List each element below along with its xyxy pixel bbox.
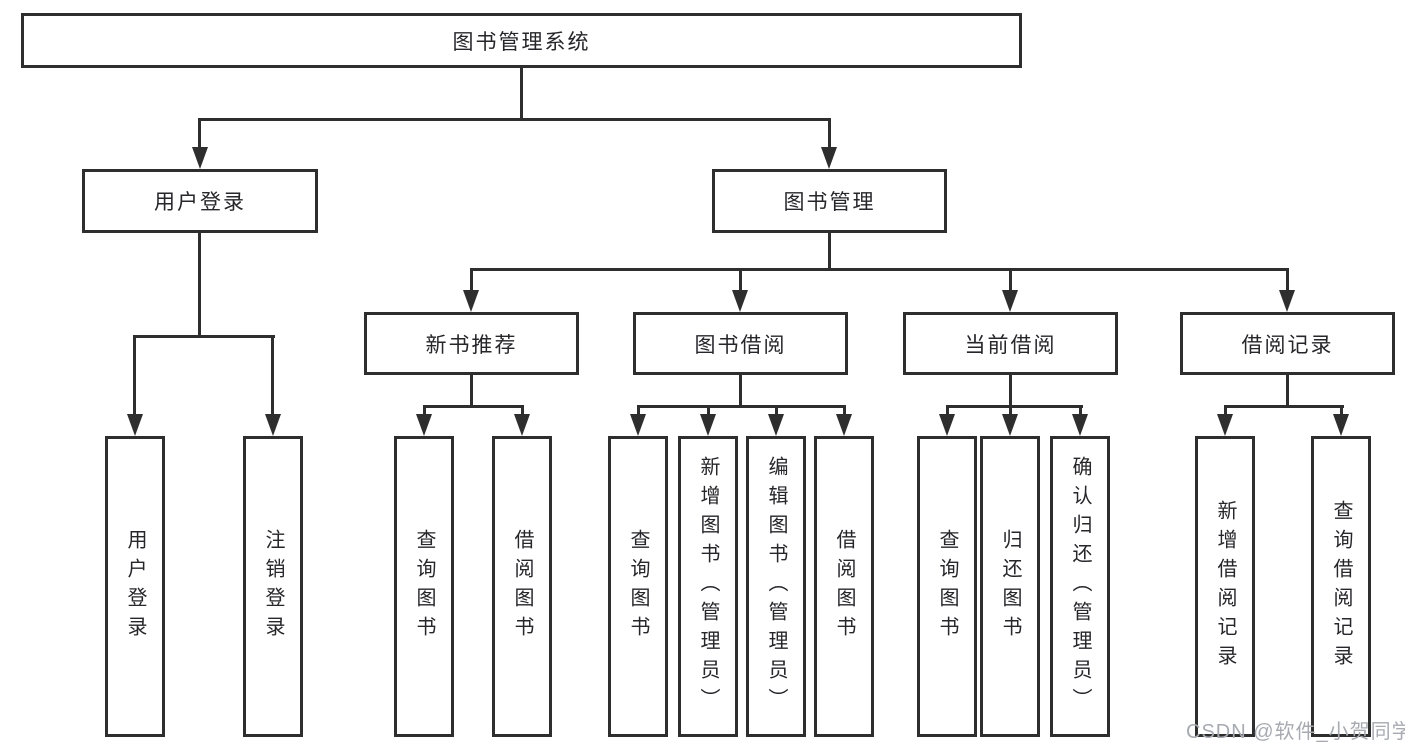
arrow-down-icon [416,414,432,436]
connector-line [637,408,640,414]
connector-line [739,271,742,290]
connector-line [1079,408,1082,414]
node-label: 图书管理 [783,191,876,214]
leaf-confirm-return-admin: 确认归还（管理员） [1050,436,1110,737]
node-label: 图书管理系统 [452,30,591,54]
arrow-down-icon [1333,414,1349,436]
leaf-add-borrow-record: 新增借阅记录 [1195,436,1255,737]
leaf-query-books-current: 查询图书 [917,436,977,737]
connector-line [828,233,831,268]
arrow-down-icon [836,414,852,436]
leaf-return-book: 归还图书 [980,436,1040,737]
leaf-label: 新增借阅记录 [1214,499,1236,674]
connector-line [775,408,778,414]
arrow-down-icon [939,414,955,436]
connector-line [1009,271,1012,290]
connector-line [1009,408,1012,414]
leaf-label: 查询图书 [627,528,649,645]
leaf-label: 借阅图书 [511,528,533,645]
arrow-down-icon [1002,414,1018,436]
node-user-login: 用户登录 [82,169,318,233]
node-label: 用户登录 [154,191,246,214]
leaf-borrow-books-borrowing: 借阅图书 [814,436,874,737]
leaf-label: 查询图书 [936,528,958,645]
arrow-down-icon [1279,290,1295,312]
connector-line [946,405,1083,408]
connector-line [1286,271,1289,290]
connector-line [1340,408,1343,414]
connector-line [423,408,426,414]
arrow-down-icon [514,414,530,436]
connector-line [637,405,846,408]
arrow-down-icon [1002,290,1018,312]
connector-line [133,335,275,338]
connector-line [520,68,523,118]
connector-line [198,118,831,121]
node-book-borrowing: 图书借阅 [633,312,848,375]
leaf-query-borrow-record: 查询借阅记录 [1311,436,1371,737]
connector-line [521,408,524,414]
node-borrowing-records: 借阅记录 [1180,312,1395,375]
leaf-label: 新增图书（管理员） [697,456,719,717]
leaf-label: 确认归还（管理员） [1069,456,1091,717]
leaf-user-login: 用户登录 [105,436,165,737]
leaf-label: 注销登录 [262,528,284,645]
leaf-label: 查询图书 [413,528,435,645]
connector-line [1286,375,1289,405]
connector-line [271,338,274,414]
connector-line [470,375,473,405]
arrow-down-icon [192,147,208,169]
arrow-down-icon [700,414,716,436]
connector-line [470,271,473,290]
node-label: 新书推荐 [425,333,518,357]
connector-line [423,405,524,408]
node-label: 图书借阅 [694,333,787,357]
arrow-down-icon [1072,414,1088,436]
leaf-add-book-admin: 新增图书（管理员） [678,436,738,737]
leaf-query-books-borrowing: 查询图书 [608,436,668,737]
leaf-label: 编辑图书（管理员） [765,456,787,717]
csdn-watermark: CSDN @软件_小贺同学 [1186,721,1405,743]
arrow-down-icon [265,414,281,436]
arrow-down-icon [630,414,646,436]
node-label: 借阅记录 [1241,333,1334,357]
connector-line [133,338,136,414]
leaf-query-books-recommend: 查询图书 [394,436,454,737]
connector-line [843,408,846,414]
arrow-down-icon [1217,414,1233,436]
connector-line [1224,405,1344,408]
node-new-book-recommendation: 新书推荐 [364,312,579,375]
node-label: 当前借阅 [964,333,1057,357]
leaf-label: 用户登录 [124,528,146,645]
arrow-down-icon [732,290,748,312]
leaf-label: 借阅图书 [833,528,855,645]
arrow-down-icon [463,290,479,312]
connector-line [470,268,1289,271]
connector-line [707,408,710,414]
leaf-borrow-books-recommend: 借阅图书 [492,436,552,737]
leaf-edit-book-admin: 编辑图书（管理员） [746,436,806,737]
leaf-logout: 注销登录 [243,436,303,737]
connector-line [198,121,201,147]
connector-line [1224,408,1227,414]
node-library-management-system: 图书管理系统 [21,13,1022,68]
node-book-management: 图书管理 [712,169,947,233]
node-current-borrowing: 当前借阅 [903,312,1118,375]
connector-line [198,233,201,335]
connector-line [946,408,949,414]
connector-line [739,375,742,405]
arrow-down-icon [127,414,143,436]
leaf-label: 归还图书 [999,528,1021,645]
arrow-down-icon [768,414,784,436]
connector-line [828,121,831,147]
arrow-down-icon [821,147,837,169]
connector-line [1009,375,1012,405]
leaf-label: 查询借阅记录 [1330,499,1352,674]
